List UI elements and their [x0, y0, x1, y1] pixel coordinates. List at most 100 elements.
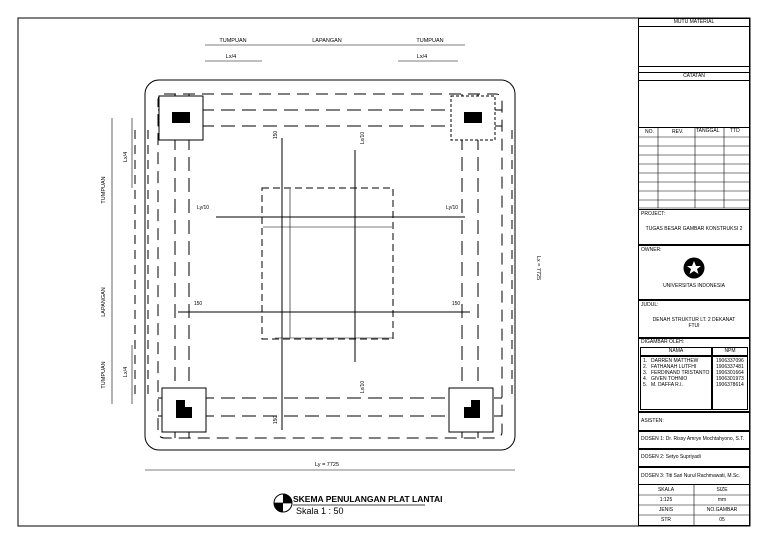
rev-header-no: NO.: [645, 129, 654, 135]
member-no-1: 1.: [643, 358, 648, 364]
catatan-label: CATATAN: [683, 73, 705, 79]
member-name-1: DARREN MATTHEW: [651, 358, 699, 364]
dim-150-top: 150: [273, 131, 279, 140]
lx-dim-label: Lx = 7725: [535, 256, 541, 280]
catatan-header: [638, 72, 750, 81]
judul-section: [638, 300, 750, 338]
side-strip-labels: TUMPUAN LAPANGAN TUMPUAN Lx/4 Lx/4: [101, 152, 129, 389]
rev-header-ttd: TTD: [730, 128, 740, 134]
project-section: [638, 209, 750, 245]
rev-header-tanggal: TANGGAL: [696, 128, 720, 134]
project-label: PROJECT:: [641, 211, 666, 217]
no-gambar-value: 05: [719, 517, 725, 523]
top-strip-lines: [205, 44, 465, 62]
member-no-4: 4.: [643, 376, 648, 382]
top-label-left: TUMPUAN: [219, 38, 246, 44]
judul-line-2: FTUI: [688, 323, 700, 329]
asisten-section: [638, 412, 750, 431]
dosen3-section: [638, 467, 750, 485]
digambar-section: [638, 338, 750, 412]
side-label-top: TUMPUAN: [101, 176, 107, 203]
member-npm-5: 1906378614: [716, 382, 744, 388]
ly-dim-label: Ly = 7725: [315, 462, 339, 468]
owner-label: OWNER:: [641, 247, 662, 253]
extra-dashed-lines: [134, 130, 513, 400]
top-dim-left: Lx/4: [226, 54, 236, 60]
side-strip-lines: [111, 118, 133, 404]
inner-dim-labels: Ly/10 Ly/10 Lx/10 Lx/10 150 150 150 150: [194, 131, 461, 425]
field-panel-inner: [263, 189, 393, 339]
nama-body-cell: [640, 356, 712, 410]
drawing-scale: Skala 1 : 50: [296, 506, 344, 516]
member-npm-2: 1906337481: [716, 364, 744, 370]
nama-header: NAMA: [668, 348, 684, 354]
drawing-title: SKEMA PENULANGAN PLAT LANTAI: [293, 494, 443, 504]
member-no-2: 2.: [643, 364, 648, 370]
column-top-right: [450, 95, 496, 141]
side-dim-top: Lx/4: [123, 152, 129, 162]
member-name-5: M. DAFFA R.I.: [651, 382, 683, 388]
member-no-5: 5.: [643, 382, 648, 388]
top-label-mid: LAPANGAN: [312, 38, 342, 44]
npm-body-cell: [712, 356, 748, 410]
column-strip-lines: [158, 94, 502, 438]
rev-header-rev: REV.: [672, 129, 684, 135]
dosen-1: DOSEN 1: Dr. Rissy Amrye Mochtahyono, S.…: [641, 436, 745, 442]
dim-150-left: 150: [194, 301, 203, 307]
npm-header-cell: [712, 347, 748, 356]
dim-150-right: 150: [452, 301, 461, 307]
jenis-value: STR: [661, 517, 671, 523]
digambar-label: DIGAMBAR OLEH:: [641, 339, 685, 345]
dim-lx10-top: Lx/10: [360, 132, 366, 144]
member-name-2: FATHANAH LUTFHI: [651, 364, 697, 370]
nama-header-cell: [640, 347, 712, 356]
judul-line-1: DENAH STRUKTUR LT. 2 DEKANAT: [652, 317, 736, 323]
owner-section: [638, 245, 750, 300]
skala-value: 1:125: [659, 497, 673, 503]
column-top-left: [158, 95, 204, 141]
top-dim-right: Lx/4: [417, 54, 427, 60]
scale-grid: [638, 485, 750, 526]
mutu-material-label: MUTU MATERIAL: [673, 19, 715, 25]
column-bottom-right: [448, 387, 494, 433]
rebar-lines: [178, 138, 470, 430]
skala-label: SKALA: [657, 487, 675, 493]
field-panel-dashed: [261, 187, 394, 340]
revision-table: [638, 128, 750, 209]
member-npm-4: 1906301973: [716, 376, 744, 382]
top-label-right: TUMPUAN: [416, 38, 443, 44]
member-name-4: GIVEN TOHNIO: [651, 376, 688, 382]
member-no-3: 3.: [643, 370, 648, 376]
drawing-title-symbol: [273, 493, 293, 513]
owner-value: UNIVERSITAS INDONESIA: [663, 283, 725, 289]
sheet-border: [17, 17, 751, 527]
member-npm-3: 1906301664: [716, 370, 744, 376]
dim-ly10-right: Ly/10: [446, 205, 458, 211]
no-gambar-label: NO.GAMBAR: [706, 507, 738, 513]
side-dim-bottom: Lx/4: [123, 367, 129, 377]
beam-inner-dashed: [157, 93, 503, 439]
dim-150-bottom: 150: [273, 416, 279, 425]
size-label: SIZE: [716, 487, 728, 493]
university-logo-icon: [683, 257, 705, 279]
member-name-3: FERDINAND TRISTANTO: [651, 370, 710, 376]
dosen2-section: [638, 449, 750, 467]
side-label-bottom: TUMPUAN: [101, 361, 107, 388]
dosen-2: DOSEN 2: Setyo Supriyadi: [641, 454, 701, 460]
project-value: TUGAS BESAR GAMBAR KONSTRUKSI 2: [645, 226, 743, 232]
jenis-label: JENIS: [658, 507, 674, 513]
top-strip-labels: TUMPUAN LAPANGAN TUMPUAN Lx/4 Lx/4: [219, 38, 443, 60]
dosen-3: DOSEN 3: Titi Sari Nurul Rachmawati, M.S…: [641, 473, 741, 479]
asisten-label: ASISTEN:: [641, 418, 664, 424]
member-npm-1: 1906337096: [716, 358, 744, 364]
beam-outline: [144, 79, 516, 451]
npm-header: NPM: [724, 348, 736, 354]
judul-label: JUDUL:: [641, 302, 659, 308]
catatan-section: [638, 66, 750, 128]
side-label-mid: LAPANGAN: [101, 287, 107, 317]
dim-lx10-bottom: Lx/10: [360, 381, 366, 393]
column-bottom-left: [161, 387, 207, 433]
size-value: mm: [717, 497, 727, 503]
